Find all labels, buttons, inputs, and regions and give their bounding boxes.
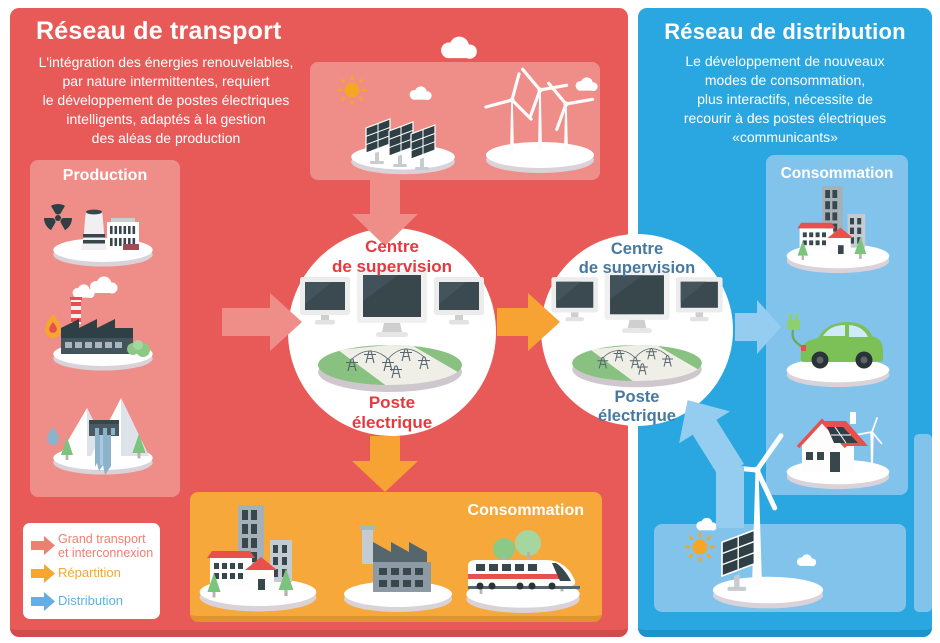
smoke-icon	[90, 276, 118, 294]
sun-icon	[684, 531, 716, 563]
transport-description: L'intégration des énergies renouvelables…	[38, 54, 294, 146]
thermal-plant-icon	[44, 276, 153, 371]
substation-label-transport: Poste électrique	[351, 393, 433, 432]
factory-icon	[344, 525, 452, 612]
consumption-label-distribution: Consommation	[780, 165, 894, 182]
distribution-description: Le développement de nouveaux modes de co…	[683, 53, 887, 145]
repartition-down-arrow	[352, 436, 418, 492]
grand-transport-arrow-icon	[31, 536, 55, 555]
hydro-dam-icon	[47, 398, 153, 475]
distribution-arrow-icon	[31, 592, 55, 611]
wind-turbines-icon	[484, 52, 599, 173]
sun-icon	[336, 74, 368, 106]
transport-title: Réseau de transport	[36, 17, 282, 45]
platform	[712, 576, 824, 609]
cloud-icon	[796, 554, 817, 567]
radiation-icon	[44, 204, 72, 231]
production-right-arrow	[222, 293, 302, 351]
platform	[786, 357, 890, 388]
distribution-title: Réseau de distribution	[664, 19, 906, 44]
city-icon	[199, 505, 317, 612]
flame-icon	[44, 314, 62, 338]
plug-icon	[787, 314, 803, 348]
renewables-illustration	[336, 36, 599, 175]
electric-car-icon	[786, 314, 890, 388]
cloud-icon	[409, 86, 432, 100]
city-icon	[786, 186, 890, 274]
water-drop-icon	[47, 427, 59, 445]
local-feedback-arrow	[679, 400, 744, 528]
legend-grand-transport: Grand transport et interconnexion	[58, 532, 154, 560]
nuclear-plant-icon	[44, 204, 153, 267]
legend-repartition: Répartition	[58, 565, 121, 580]
legend-distribution: Distribution	[58, 593, 124, 608]
solar-panels-icon	[336, 74, 455, 175]
train-icon	[466, 530, 580, 613]
cloud-icon	[575, 77, 598, 91]
solar-house-icon	[786, 412, 891, 490]
supervision-center-label-distribution: Centre de supervision	[578, 240, 696, 277]
substation-label-distribution: Poste électrique	[598, 388, 676, 425]
right-connector-band	[914, 434, 932, 612]
cloud-icon	[441, 36, 477, 59]
cloud-icon	[696, 517, 717, 531]
consumption-label-transport: Consommation	[467, 502, 584, 519]
repartition-arrow-icon	[31, 564, 55, 583]
repartition-right-arrow	[497, 293, 560, 351]
renewables-down-arrow	[352, 178, 418, 246]
local-generation-illustration	[684, 415, 824, 609]
supervision-center-label-transport: Centre de supervision	[332, 237, 452, 276]
production-label: Production	[62, 167, 148, 184]
distribution-right-arrow	[735, 300, 781, 354]
